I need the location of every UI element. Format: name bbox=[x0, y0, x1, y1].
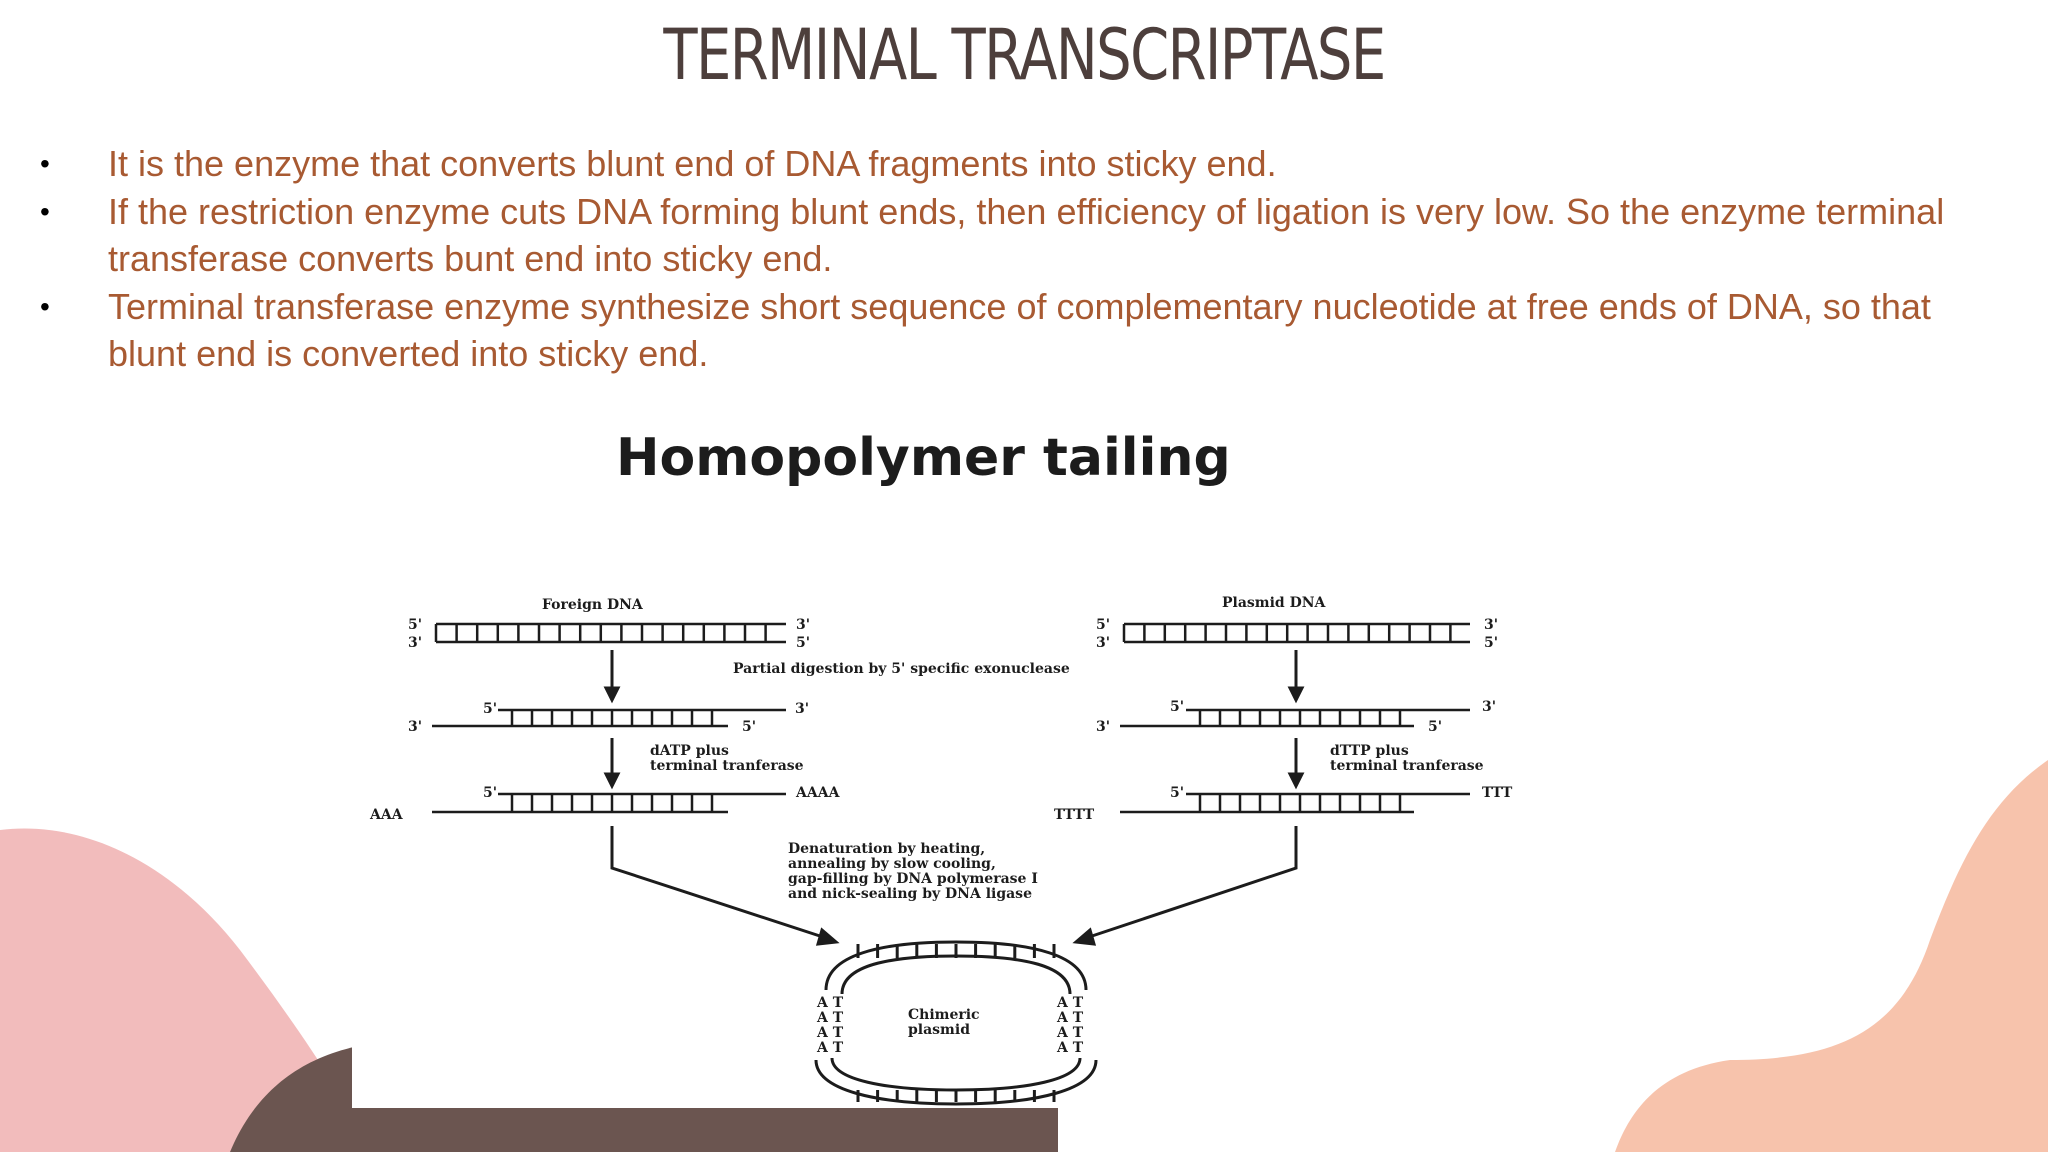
end-label: 5' bbox=[1096, 617, 1111, 633]
bullet-item: • It is the enzyme that converts blunt e… bbox=[38, 140, 1998, 188]
end-label: 3' bbox=[796, 617, 811, 633]
foreign-dna-label: Foreign DNA bbox=[542, 597, 643, 613]
exonuclease-step-label: Partial digestion by 5' specific exonucl… bbox=[733, 661, 1070, 677]
end-label: 3' bbox=[795, 701, 810, 717]
poly-a-tail-label: AAA bbox=[370, 807, 403, 823]
bullet-marker: • bbox=[40, 148, 50, 179]
diagram-title: Homopolymer tailing bbox=[616, 428, 1231, 488]
end-label: 5' bbox=[483, 785, 498, 801]
bullet-marker: • bbox=[40, 290, 50, 322]
bullet-list: • It is the enzyme that converts blunt e… bbox=[38, 140, 1998, 378]
bullet-item: • Terminal transferase enzyme synthesize… bbox=[38, 283, 1998, 378]
end-label: 5' bbox=[796, 635, 811, 651]
end-label: 3' bbox=[1482, 699, 1497, 715]
end-label: 3' bbox=[1096, 635, 1111, 651]
end-label: 3' bbox=[1096, 719, 1111, 735]
peach-blob-right bbox=[1615, 760, 2048, 1152]
end-label: 3' bbox=[1484, 617, 1499, 633]
joining-step-label: Denaturation by heating, annealing by sl… bbox=[788, 841, 1038, 902]
plasmid-dna-label: Plasmid DNA bbox=[1222, 595, 1326, 611]
end-label: 5' bbox=[1170, 699, 1185, 715]
bullet-item: • If the restriction enzyme cuts DNA for… bbox=[38, 188, 1998, 283]
end-label: 5' bbox=[742, 719, 757, 735]
end-label: 5' bbox=[483, 701, 498, 717]
end-label: 5' bbox=[1170, 785, 1185, 801]
pink-blob-left bbox=[0, 828, 372, 1152]
poly-t-tail-label: TTT bbox=[1482, 785, 1513, 801]
end-label: 5' bbox=[408, 617, 423, 633]
poly-a-tail-label: AAAA bbox=[796, 785, 840, 801]
bullet-text: If the restriction enzyme cuts DNA formi… bbox=[108, 190, 1945, 280]
slide-title: TERMINAL TRANSCRIPTASE bbox=[663, 14, 1386, 96]
bullet-marker: • bbox=[40, 195, 50, 227]
bullet-text: Terminal transferase enzyme synthesize s… bbox=[108, 285, 1931, 375]
end-label: 5' bbox=[1428, 719, 1443, 735]
end-label: 3' bbox=[408, 719, 423, 735]
end-label: 3' bbox=[408, 635, 423, 651]
end-label: 5' bbox=[1484, 635, 1499, 651]
bullet-text: It is the enzyme that converts blunt end… bbox=[108, 143, 1277, 184]
poly-t-tail-label: TTTT bbox=[1054, 807, 1095, 823]
